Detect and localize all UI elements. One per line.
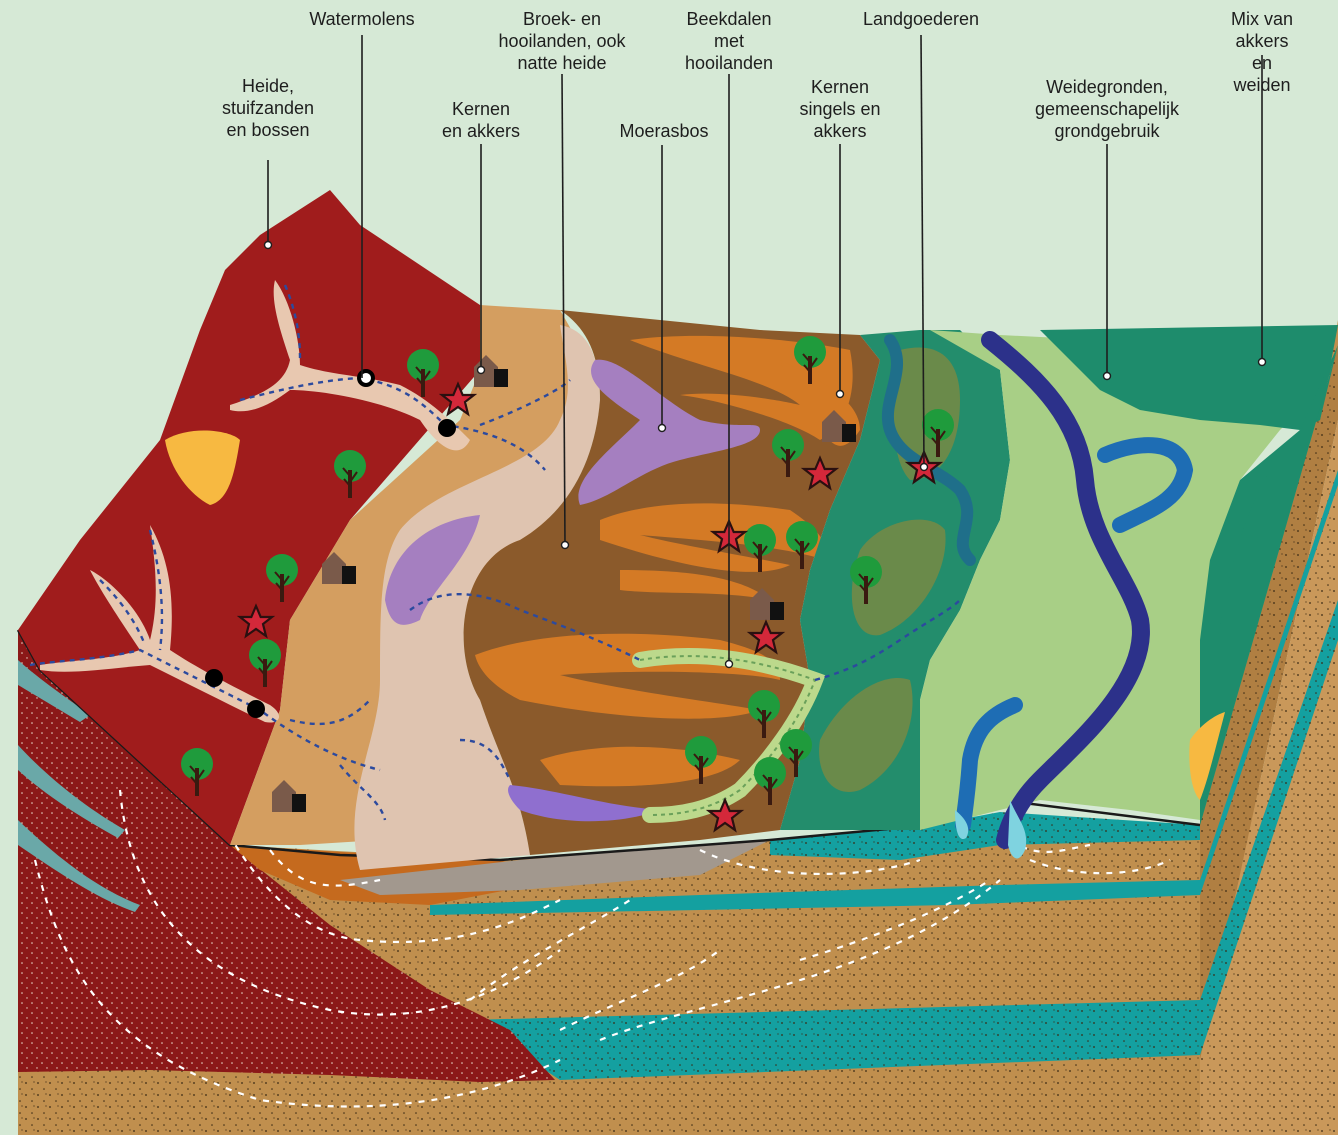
watermill-icon <box>247 700 265 718</box>
watermill-icon <box>359 371 373 385</box>
label-broek-hooilanden: Broek- en hooilanden, ook natte heide <box>498 8 625 74</box>
label-beekdalen: Beekdalen met hooilanden <box>685 8 773 74</box>
label-landgoederen: Landgoederen <box>863 8 979 30</box>
label-kernen-akkers: Kernen en akkers <box>442 98 520 142</box>
label-moerasbos: Moerasbos <box>619 120 708 142</box>
label-kernen-singels: Kernen singels en akkers <box>799 76 880 142</box>
label-watermolens: Watermolens <box>309 8 414 30</box>
label-weidegronden: Weidegronden, gemeenschapelijk grondgebr… <box>1035 76 1179 142</box>
watermill-icon <box>438 419 456 437</box>
watermill-icon <box>205 669 223 687</box>
label-mix-akkers-weiden: Mix van akkers en weiden <box>1224 8 1300 96</box>
label-heide: Heide, stuifzanden en bossen <box>222 75 314 141</box>
